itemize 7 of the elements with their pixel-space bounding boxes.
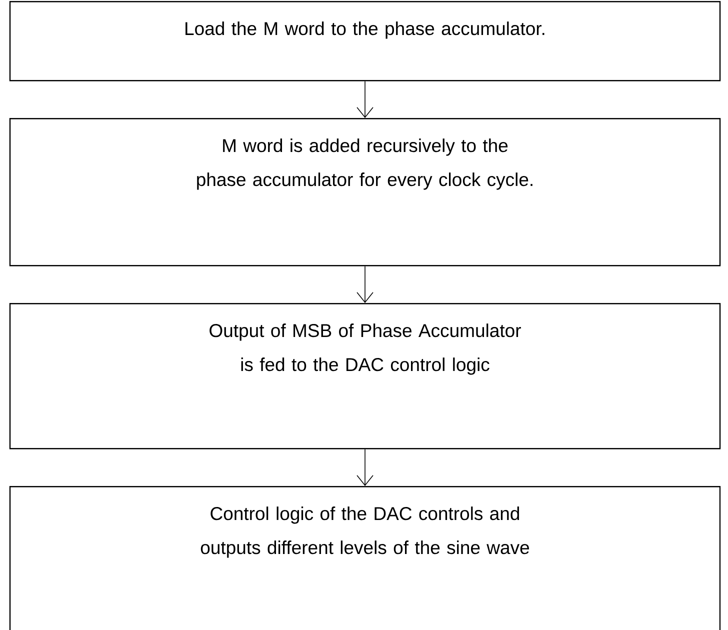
process-box: Load the M word to the phase accumulator. [9, 1, 721, 82]
process-box: Output of MSB of Phase Accumulator is fed to the DAC control logic [9, 303, 721, 450]
arrow [356, 448, 374, 486]
process-box: Control logic of the DAC controls and outputs different levels of the sine wave [9, 486, 721, 630]
arrow [356, 266, 374, 303]
arrow [356, 80, 374, 118]
process-box: M word is added recursively to the phase accumulator for every clock cycle. [9, 118, 721, 266]
